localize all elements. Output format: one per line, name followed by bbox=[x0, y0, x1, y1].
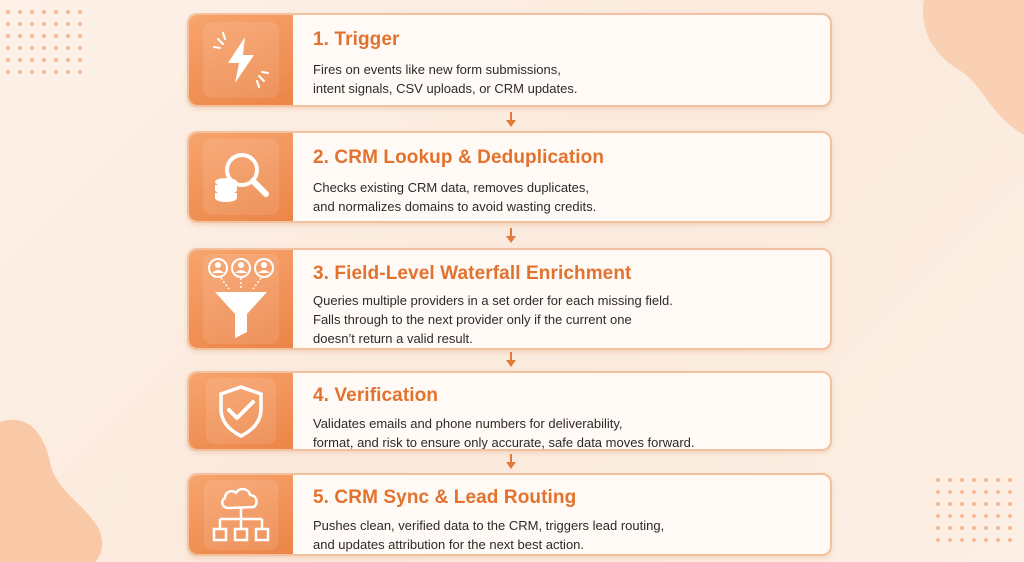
desc-line: Pushes clean, verified data to the CRM, … bbox=[313, 518, 665, 533]
step-description: Pushes clean, verified data to the CRM, … bbox=[313, 516, 664, 554]
step-icon-box bbox=[189, 475, 293, 554]
step-card-crm-sync: 5. CRM Sync & Lead Routing Pushes clean,… bbox=[187, 473, 832, 556]
top-right-blob bbox=[923, 0, 1024, 135]
step-icon-box bbox=[189, 15, 293, 105]
shield-check-icon bbox=[219, 385, 263, 438]
step-card-verification: 4. Verification Validates emails and pho… bbox=[187, 371, 832, 451]
step-card-trigger: 1. Trigger Fires on events like new form… bbox=[187, 13, 832, 107]
desc-line: Checks existing CRM data, removes duplic… bbox=[313, 180, 590, 195]
step-title: 2. CRM Lookup & Deduplication bbox=[313, 147, 605, 168]
funnel-people-icon bbox=[208, 258, 274, 338]
step-title: 4. Verification bbox=[313, 385, 439, 406]
desc-line: intent signals, CSV uploads, or CRM upda… bbox=[313, 81, 578, 96]
step-icon-box bbox=[189, 373, 293, 449]
lightning-bolt-icon bbox=[213, 32, 269, 88]
step-description: Queries multiple providers in a set orde… bbox=[313, 291, 673, 348]
dot-grid-bottom-right bbox=[936, 478, 1012, 542]
step-title: 5. CRM Sync & Lead Routing bbox=[313, 487, 577, 508]
desc-line: Fires on events like new form submission… bbox=[313, 62, 561, 77]
desc-line: and normalizes domains to avoid wasting … bbox=[313, 199, 597, 214]
bottom-left-blob bbox=[0, 419, 103, 562]
step-description: Validates emails and phone numbers for d… bbox=[313, 414, 695, 450]
down-arrow-icon bbox=[506, 228, 516, 243]
step-title: 1. Trigger bbox=[313, 29, 400, 50]
desc-line: doesn’t return a valid result. bbox=[313, 331, 473, 346]
desc-line: Validates emails and phone numbers for d… bbox=[313, 416, 623, 431]
step-title: 3. Field-Level Waterfall Enrichment bbox=[313, 263, 632, 284]
desc-line: and updates attribution for the next bes… bbox=[313, 537, 585, 552]
step-description: Checks existing CRM data, removes duplic… bbox=[313, 178, 604, 216]
cloud-network-icon bbox=[212, 487, 270, 541]
step-description: Fires on events like new form submission… bbox=[313, 60, 577, 98]
step-icon-box bbox=[189, 250, 293, 348]
dot-grid-top-left bbox=[6, 10, 82, 74]
step-card-waterfall-enrichment: 3. Field-Level Waterfall Enrichment Quer… bbox=[187, 248, 832, 350]
down-arrow-icon bbox=[506, 352, 516, 367]
database-search-icon bbox=[215, 153, 269, 202]
desc-line: Falls through to the next provider only … bbox=[313, 312, 632, 327]
down-arrow-icon bbox=[506, 112, 516, 127]
step-icon-box bbox=[189, 133, 293, 221]
down-arrow-icon bbox=[506, 454, 516, 469]
step-card-crm-lookup: 2. CRM Lookup & Deduplication Checks exi… bbox=[187, 131, 832, 223]
desc-line: format, and risk to ensure only accurate… bbox=[313, 435, 695, 450]
desc-line: Queries multiple providers in a set orde… bbox=[313, 293, 673, 308]
